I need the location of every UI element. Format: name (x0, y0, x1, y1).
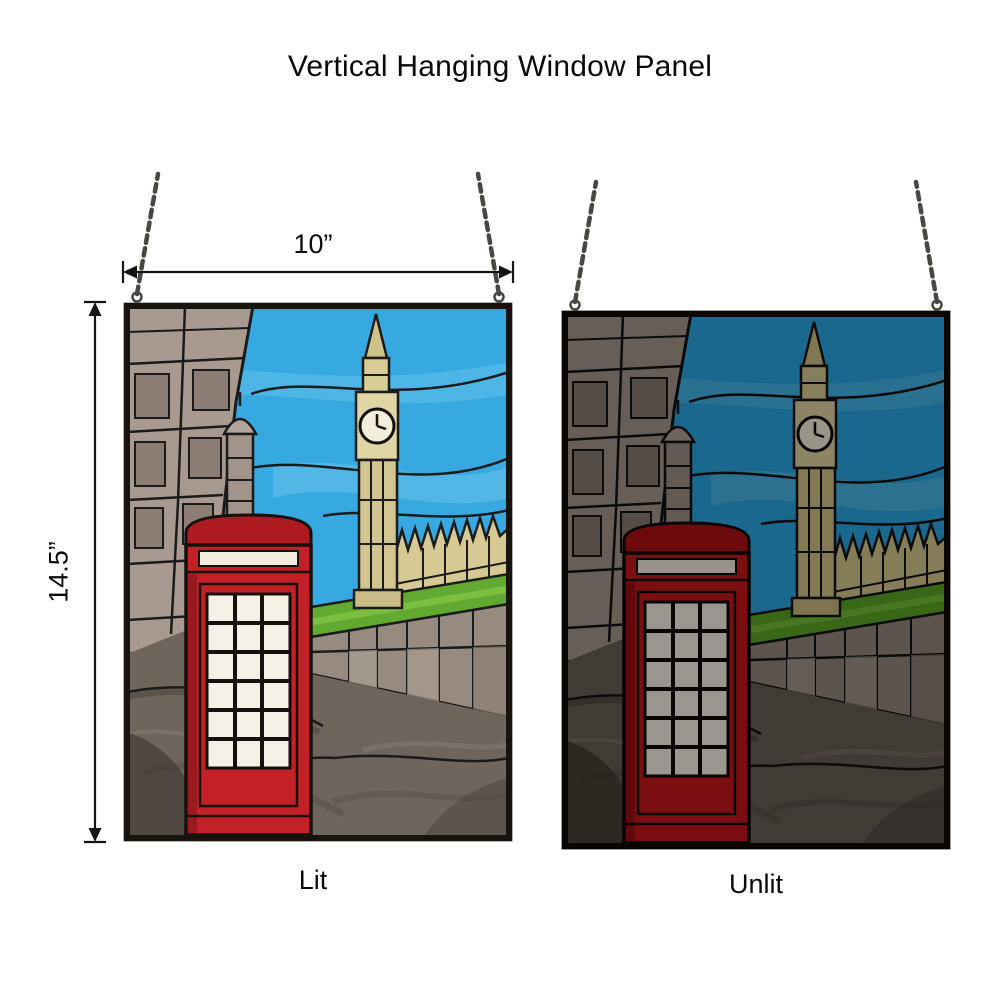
lit-panel-image (118, 171, 518, 848)
height-dimension-label: 14.5” (43, 541, 74, 603)
chain-right (475, 171, 502, 297)
width-dimension-label: 10” (293, 229, 333, 259)
stained-glass-art-unlit (563, 312, 950, 849)
chain-left (134, 171, 161, 297)
caption-unlit: Unlit (728, 869, 783, 899)
unlit-panel-image (556, 179, 956, 856)
stained-glass-art-lit (125, 304, 512, 841)
caption-lit: Lit (298, 865, 328, 895)
page-title: Vertical Hanging Window Panel (287, 50, 713, 83)
hanging-ring-right (931, 299, 943, 311)
chain-right (913, 179, 940, 305)
hanging-ring-right (493, 291, 505, 303)
height-dimension-arrow (84, 300, 106, 844)
hanging-ring-left (569, 299, 581, 311)
hanging-chains (131, 171, 505, 303)
chain-left (572, 179, 599, 305)
hanging-chains (569, 179, 943, 311)
hanging-ring-left (131, 291, 143, 303)
